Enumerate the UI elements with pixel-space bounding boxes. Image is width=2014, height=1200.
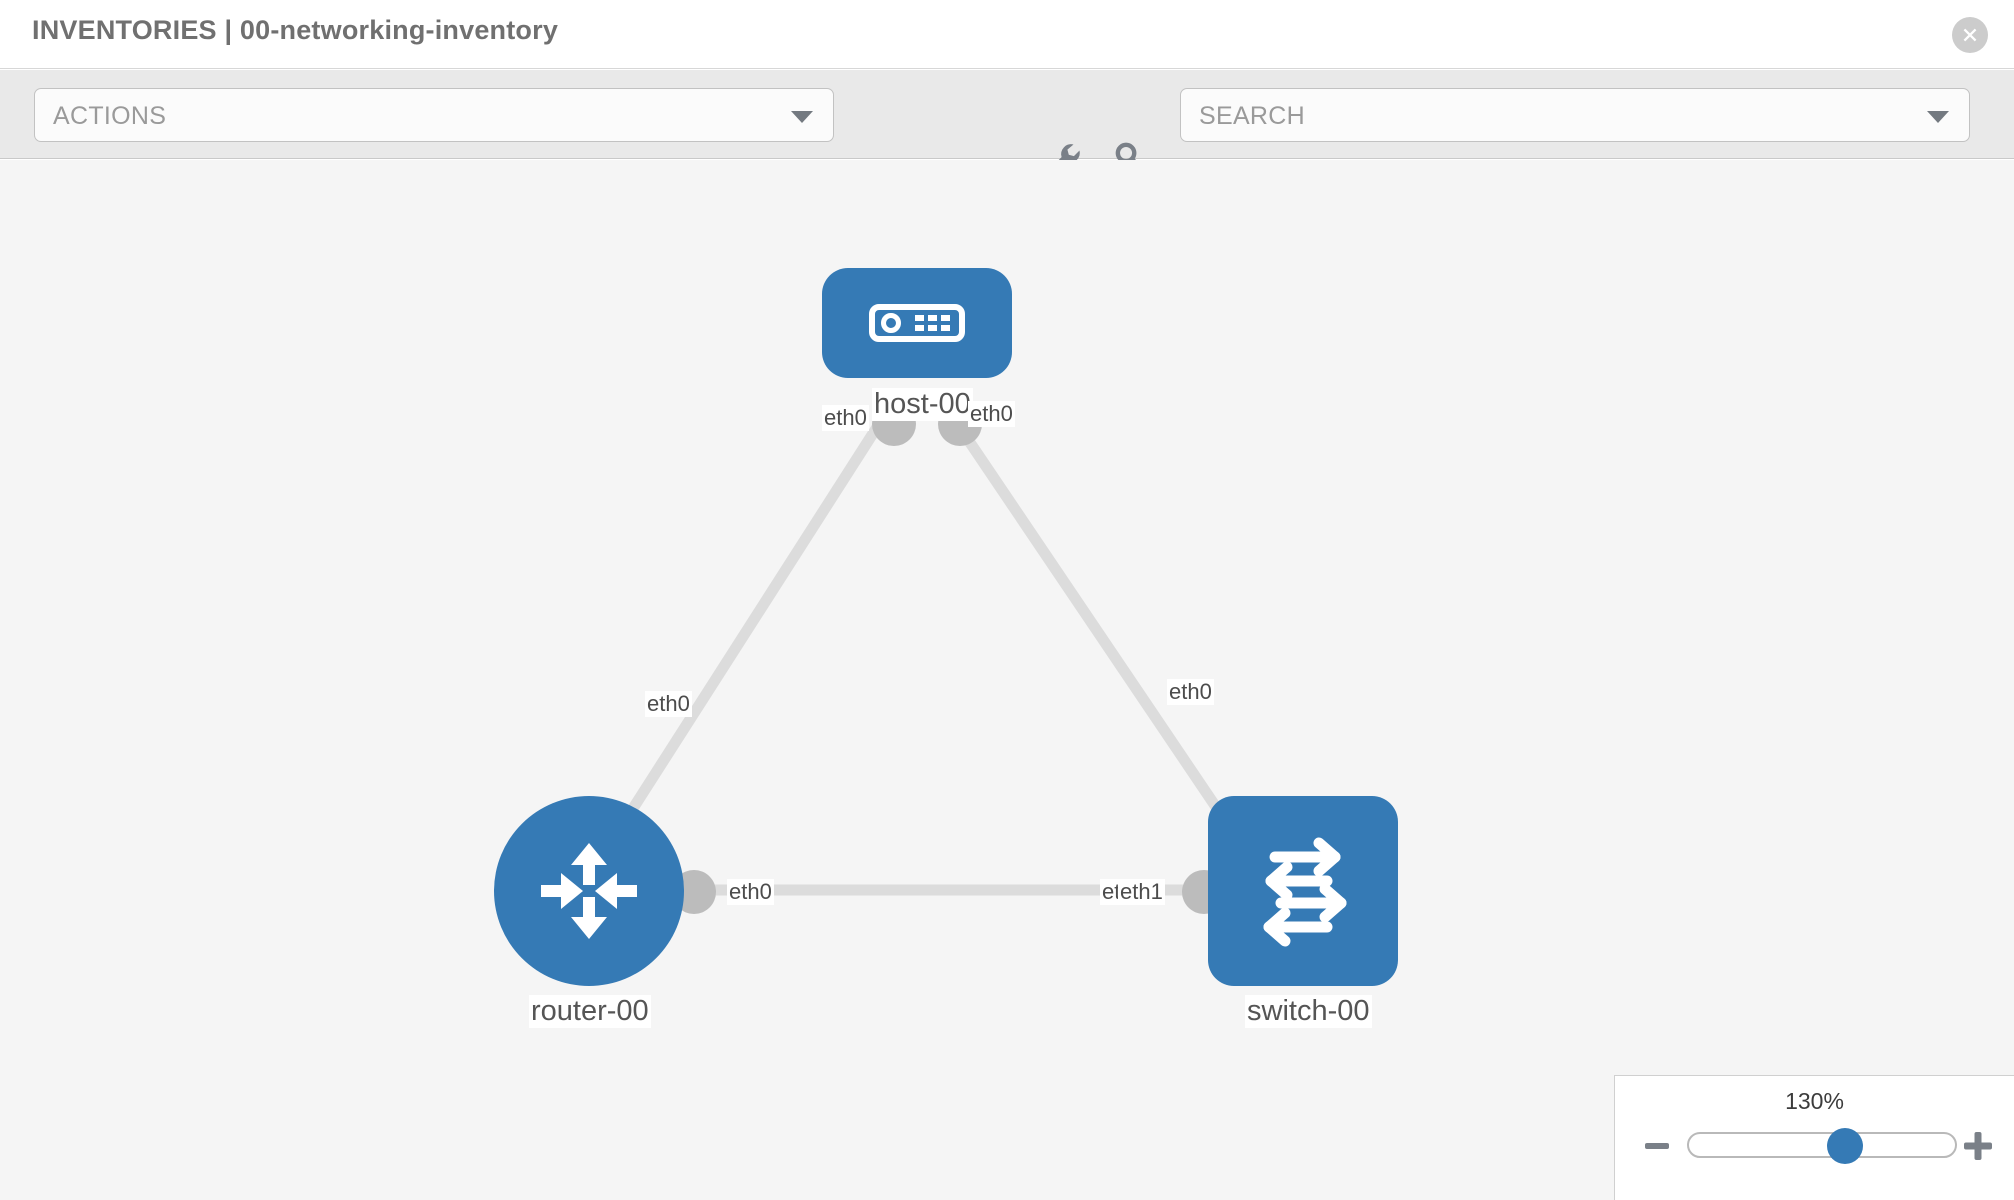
chevron-down-icon [791, 111, 813, 123]
node-host-00-shape[interactable] [822, 268, 1012, 378]
zoom-slider[interactable] [1687, 1128, 1957, 1164]
node-switch-00-shape[interactable] [1208, 796, 1398, 986]
page-title: INVENTORIES | 00-networking-inventory [32, 15, 559, 45]
search-placeholder: SEARCH [1199, 102, 1305, 130]
close-icon[interactable] [1952, 17, 1988, 53]
zoom-slider-thumb[interactable] [1827, 1128, 1863, 1164]
zoom-level-label: 130% [1785, 1088, 1844, 1114]
edge-label-switch-up: eth0 [1167, 679, 1214, 705]
node-router-00-label: router-00 [529, 995, 651, 1028]
page-header: INVENTORIES | 00-networking-inventory [0, 0, 2014, 69]
edge-label-host-left: eth0 [822, 405, 869, 431]
chevron-down-icon[interactable] [1927, 111, 1949, 123]
node-switch-00-label: switch-00 [1245, 995, 1372, 1028]
node-router-00[interactable] [494, 796, 684, 986]
minus-icon[interactable] [1639, 1128, 1675, 1164]
zoom-control: 130% [1614, 1075, 2014, 1200]
search-input[interactable]: SEARCH [1180, 88, 1970, 142]
node-host-00-label: host-00 [872, 388, 973, 421]
edge-label-router-up: eth0 [645, 691, 692, 717]
node-host-00[interactable] [822, 268, 1012, 378]
router-arrows-icon [541, 843, 637, 939]
actions-dropdown[interactable]: ACTIONS [34, 88, 834, 142]
node-switch-00[interactable] [1208, 796, 1398, 986]
switch-arrows-icon [1263, 837, 1347, 947]
plus-icon[interactable] [1960, 1128, 1996, 1164]
edge-label-router-right: eth0 [727, 879, 774, 905]
edge-label-switch-left: eth1 [1118, 879, 1165, 905]
topology-canvas[interactable]: host-00 router-00 switch-00 eth0 eth0 et… [0, 160, 2014, 1200]
actions-dropdown-label: ACTIONS [53, 102, 167, 130]
node-router-00-shape[interactable] [494, 796, 684, 986]
toolbar: ACTIONS SEARCH [0, 70, 2014, 175]
server-icon [869, 304, 965, 342]
edge-label-host-right: eth0 [968, 401, 1015, 427]
